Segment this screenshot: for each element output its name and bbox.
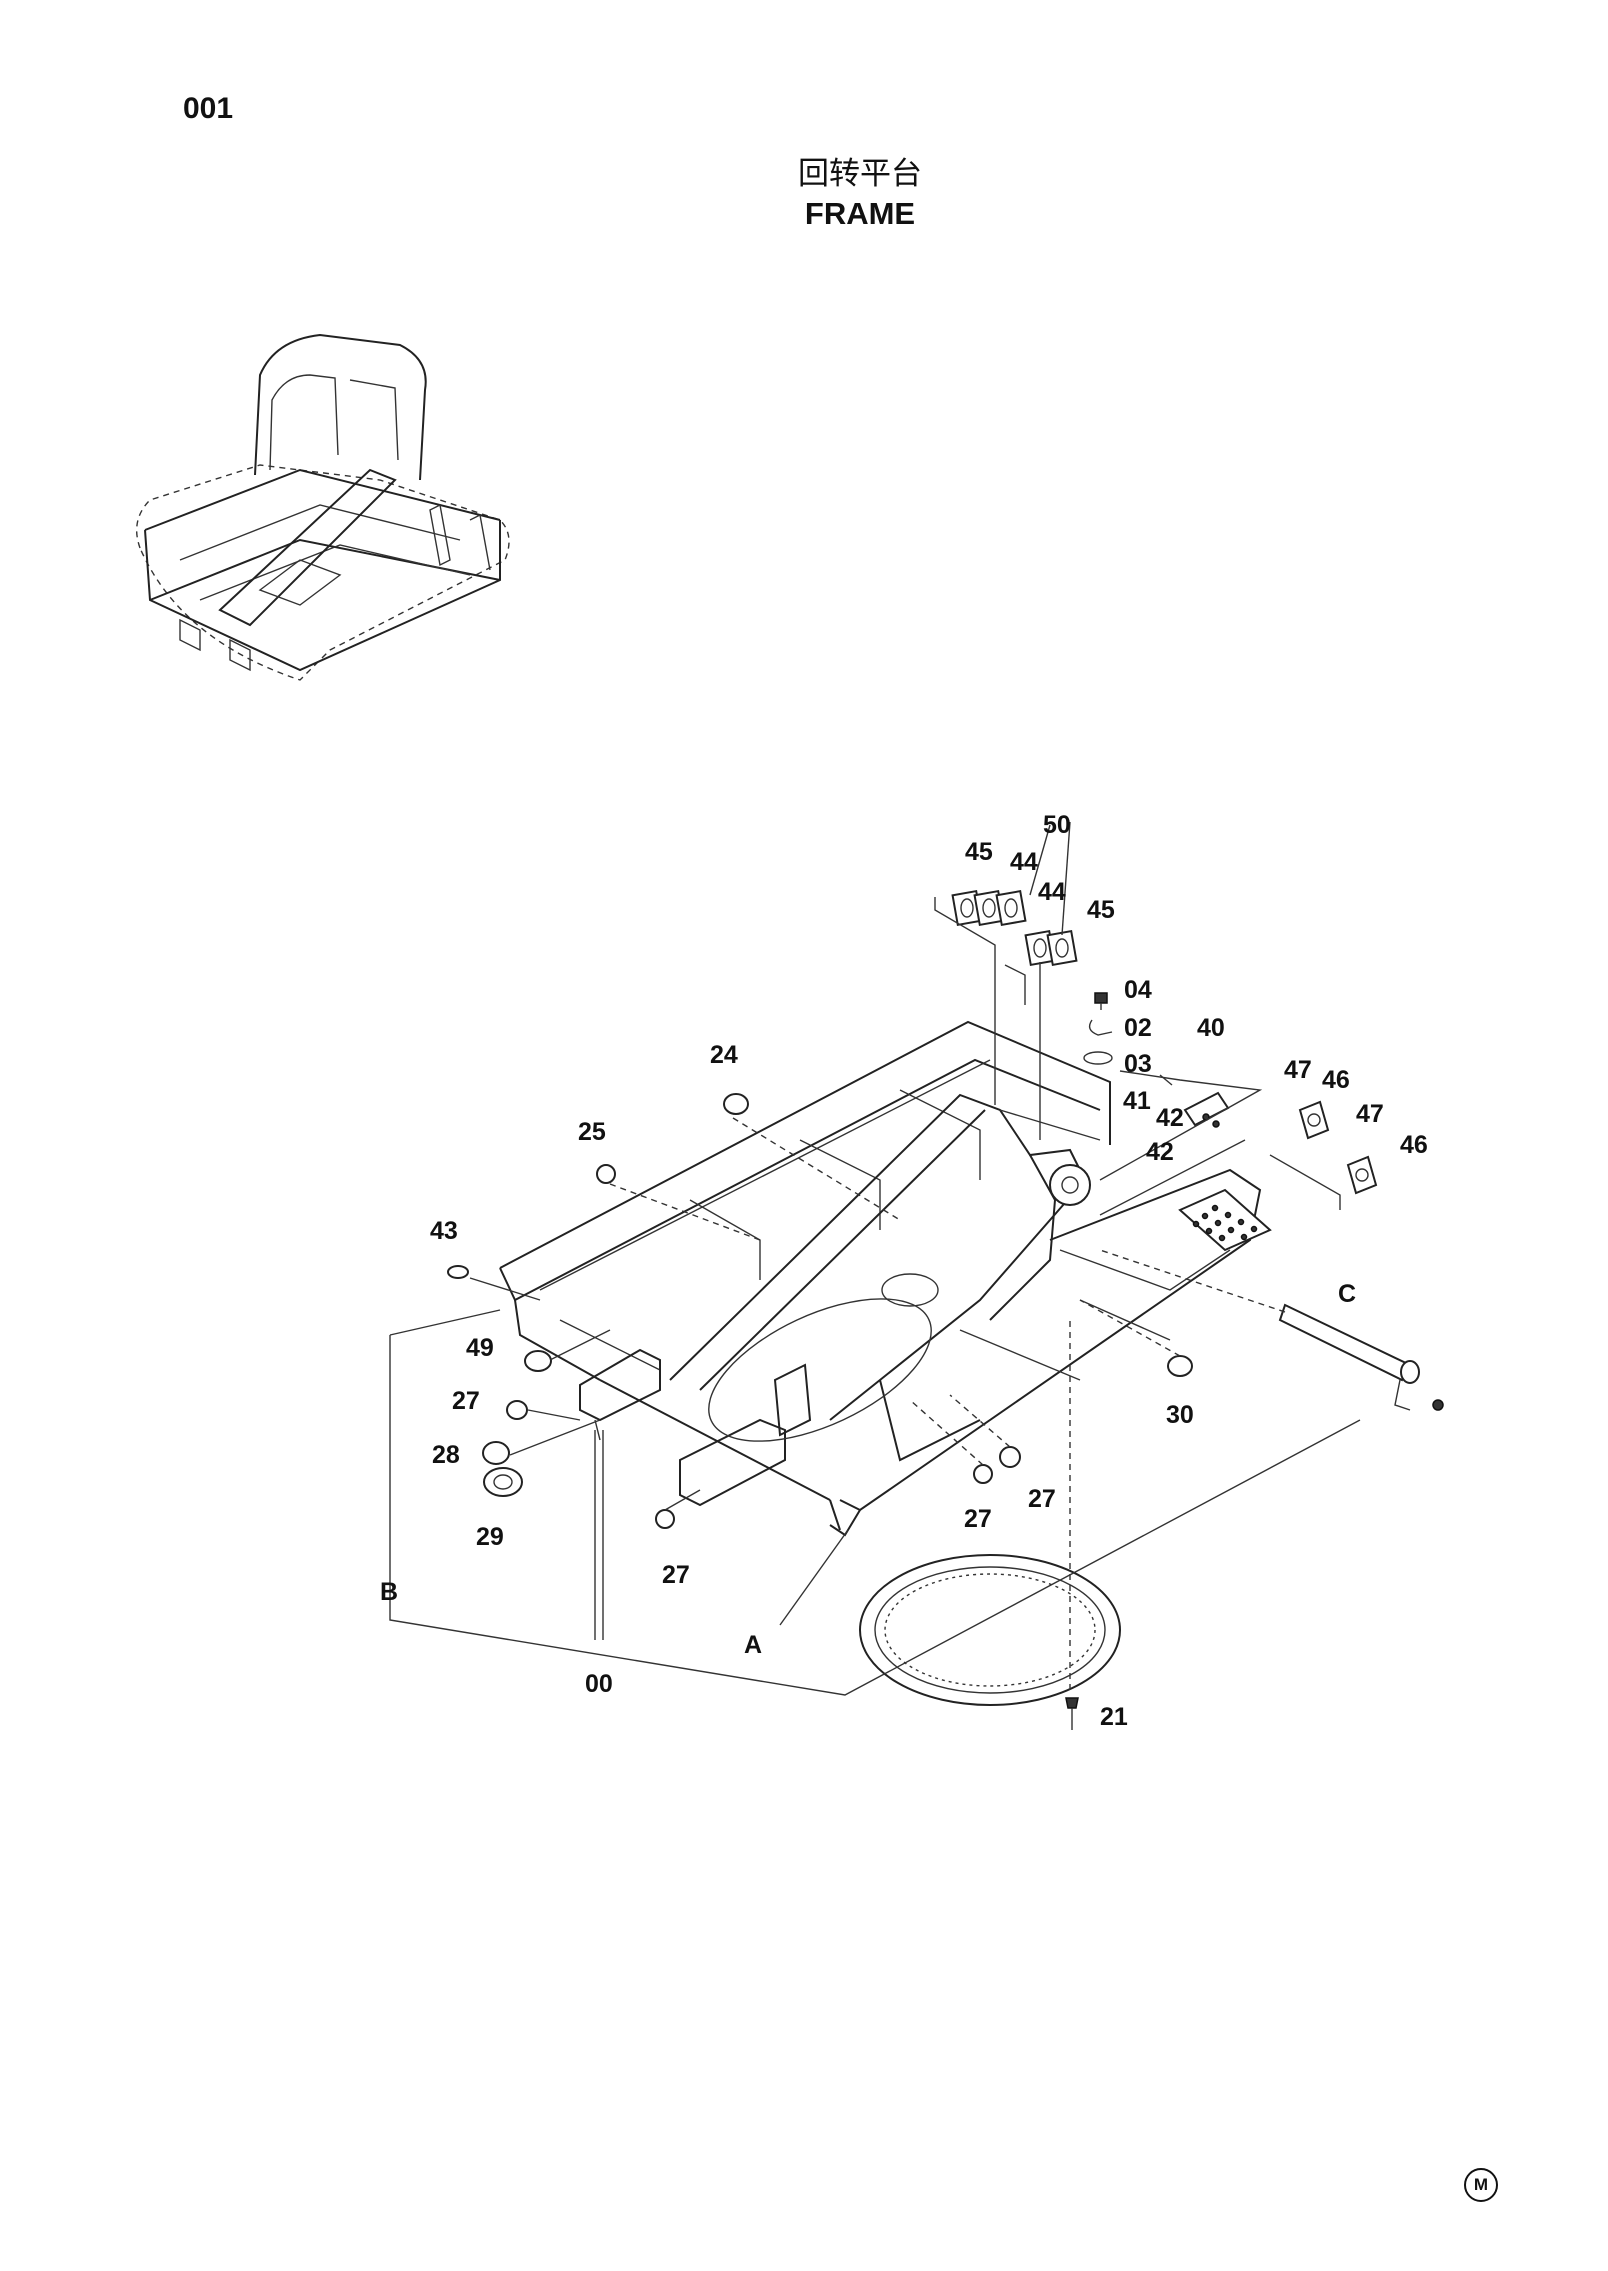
callout-46: 46 (1400, 1131, 1428, 1159)
callout-45: 45 (1087, 896, 1115, 924)
corner-mark: M (1464, 2168, 1498, 2202)
thumbnail-drawing (136, 333, 510, 681)
frame-drawing (389, 821, 1444, 1730)
callout-labels: 50 45 44 44 45 04 02 40 03 41 42 42 47 4… (380, 811, 1428, 1731)
callout-C: C (1338, 1280, 1356, 1308)
callout-21: 21 (1100, 1703, 1128, 1731)
callout-27: 27 (452, 1387, 480, 1415)
callout-30: 30 (1166, 1401, 1194, 1429)
callout-47: 47 (1284, 1056, 1312, 1084)
callout-43: 43 (430, 1217, 458, 1245)
step-dots (1192, 1204, 1258, 1242)
callout-25: 25 (578, 1118, 606, 1146)
callout-28: 28 (432, 1441, 460, 1469)
callout-03: 03 (1124, 1050, 1152, 1078)
callout-44: 44 (1010, 848, 1038, 876)
callout-45: 45 (965, 838, 993, 866)
callout-27: 27 (1028, 1485, 1056, 1513)
callout-44: 44 (1038, 878, 1066, 906)
callout-42: 42 (1146, 1138, 1174, 1166)
callout-04: 04 (1124, 976, 1152, 1004)
callout-46: 46 (1322, 1066, 1350, 1094)
callout-47: 47 (1356, 1100, 1384, 1128)
callout-A: A (744, 1631, 762, 1659)
callout-00: 00 (585, 1670, 613, 1698)
callout-40: 40 (1197, 1014, 1225, 1042)
callout-49: 49 (466, 1334, 494, 1362)
callout-41: 41 (1123, 1087, 1151, 1115)
title-english: FRAME (804, 196, 916, 231)
callout-B: B (380, 1578, 398, 1606)
page-number: 001 (183, 92, 234, 125)
callout-42: 42 (1156, 1104, 1184, 1132)
callout-50: 50 (1043, 811, 1071, 839)
callout-29: 29 (476, 1523, 504, 1551)
callout-27: 27 (662, 1561, 690, 1589)
callout-24: 24 (710, 1041, 738, 1069)
title-chinese: 回转平台 (798, 156, 922, 192)
callout-02: 02 (1124, 1014, 1152, 1042)
callout-27: 27 (964, 1505, 992, 1533)
